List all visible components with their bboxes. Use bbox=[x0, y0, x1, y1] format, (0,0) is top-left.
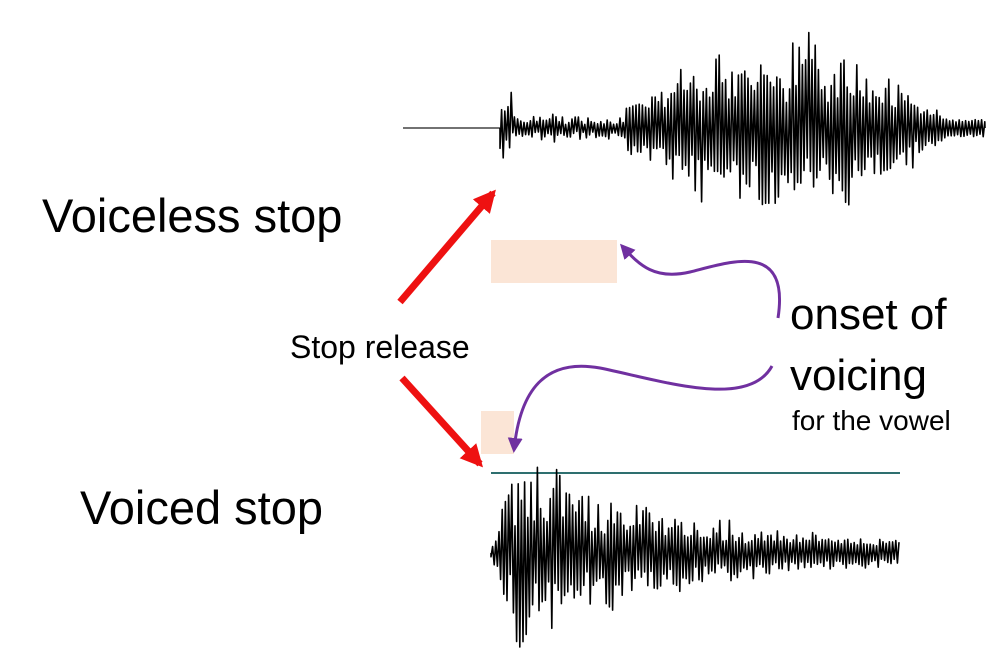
red-arrow-icon bbox=[399, 375, 484, 468]
voiceless-aspiration-highlight bbox=[491, 240, 617, 283]
voiceless-waveform bbox=[403, 31, 986, 206]
stop-release-label: Stop release bbox=[290, 329, 470, 365]
onset-of-voicing-label-line1: onset of bbox=[790, 290, 947, 339]
voiced-release-highlight bbox=[481, 411, 514, 454]
voiced-waveform bbox=[490, 466, 900, 648]
voiced-stop-label: Voiced stop bbox=[80, 481, 324, 534]
onset-of-voicing-label-line2: voicing bbox=[790, 351, 927, 400]
voiceless-stop-label: Voiceless stop bbox=[42, 189, 343, 242]
for-the-vowel-label: for the vowel bbox=[792, 405, 951, 436]
red-arrow-icon bbox=[397, 189, 496, 305]
purple-curved-arrow-icon bbox=[619, 243, 782, 319]
purple-curved-arrow-icon bbox=[507, 364, 774, 453]
